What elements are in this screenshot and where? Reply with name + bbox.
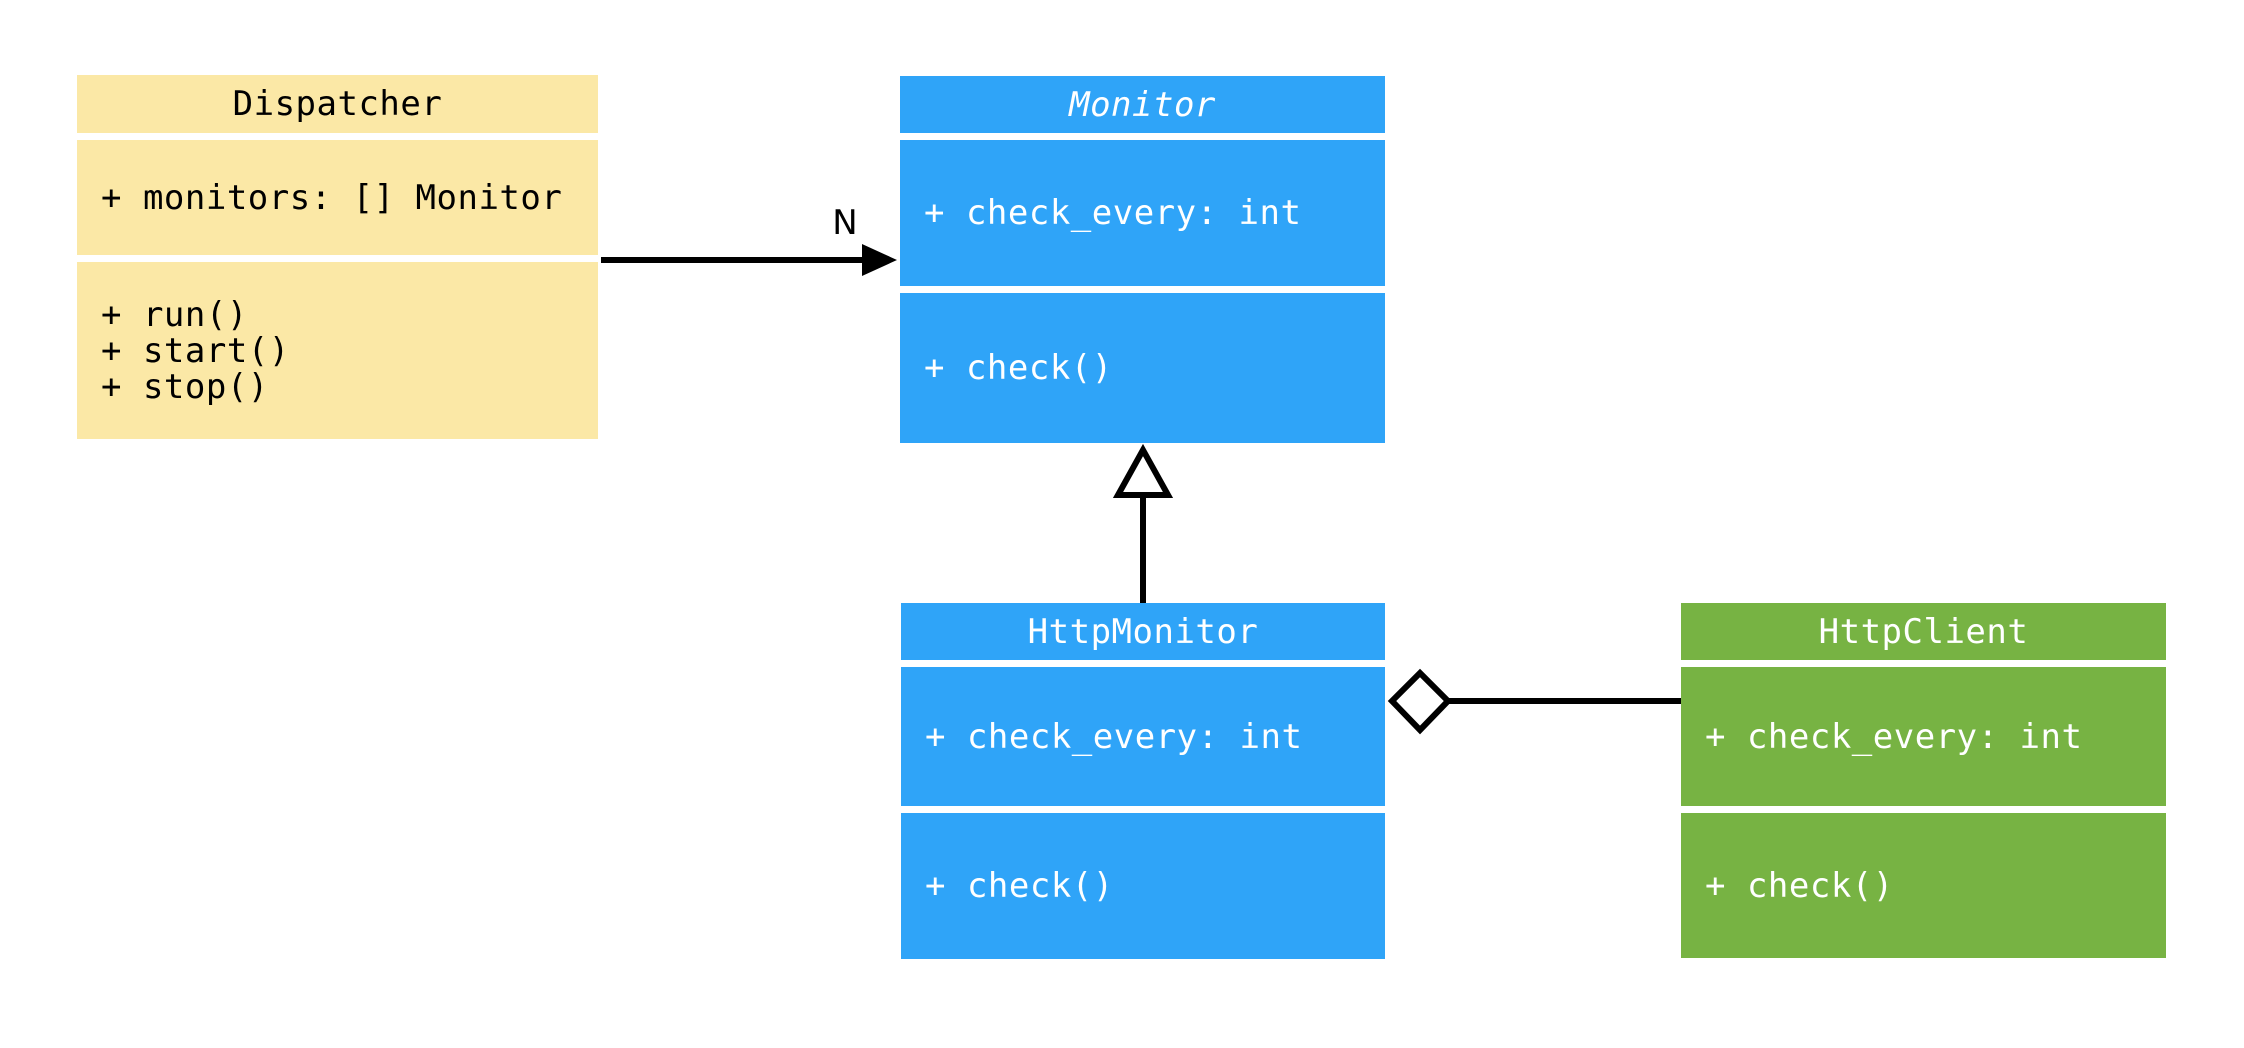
method-line: + check() bbox=[1705, 865, 1894, 906]
methods-section: + check() bbox=[900, 293, 1385, 443]
class-box-httpmonitor: HttpMonitor + check_every: int + check() bbox=[901, 603, 1385, 959]
class-box-httpclient: HttpClient + check_every: int + check() bbox=[1681, 603, 2166, 958]
attributes-section: + check_every: int bbox=[900, 140, 1385, 286]
method-line: + start() bbox=[101, 330, 290, 371]
methods-section: + check() bbox=[901, 813, 1385, 959]
class-box-monitor: Monitor + check_every: int + check() bbox=[900, 76, 1385, 443]
attributes-section: + check_every: int bbox=[1681, 667, 2166, 806]
association-connector bbox=[601, 244, 897, 276]
method-line: + stop() bbox=[101, 366, 269, 407]
attribute-line: + monitors: [] Monitor bbox=[101, 177, 563, 218]
class-box-dispatcher: Dispatcher + monitors: [] Monitor + run(… bbox=[77, 75, 598, 439]
attribute-line: + check_every: int bbox=[925, 716, 1303, 757]
multiplicity-label: N bbox=[832, 203, 858, 243]
aggregation-connector bbox=[1387, 668, 1681, 735]
method-line: + check() bbox=[925, 866, 1114, 906]
attribute-line: + check_every: int bbox=[1705, 716, 2083, 757]
class-title: HttpClient bbox=[1681, 603, 2166, 660]
aggregation-diamond-icon bbox=[1387, 668, 1453, 735]
class-title: HttpMonitor bbox=[901, 603, 1385, 660]
inheritance-connector bbox=[1112, 443, 1174, 603]
methods-section: + check() bbox=[1681, 813, 2166, 958]
methods-section: + run() + start() + stop() bbox=[77, 262, 598, 439]
attribute-line: + check_every: int bbox=[924, 193, 1302, 233]
association-arrowhead-icon bbox=[862, 244, 897, 276]
attributes-section: + monitors: [] Monitor bbox=[77, 140, 598, 255]
inheritance-triangle-icon bbox=[1112, 443, 1174, 498]
class-title: Monitor bbox=[900, 76, 1385, 133]
class-title: Dispatcher bbox=[77, 75, 598, 133]
attributes-section: + check_every: int bbox=[901, 667, 1385, 806]
method-line: + check() bbox=[924, 348, 1113, 388]
method-line: + run() bbox=[101, 294, 248, 335]
